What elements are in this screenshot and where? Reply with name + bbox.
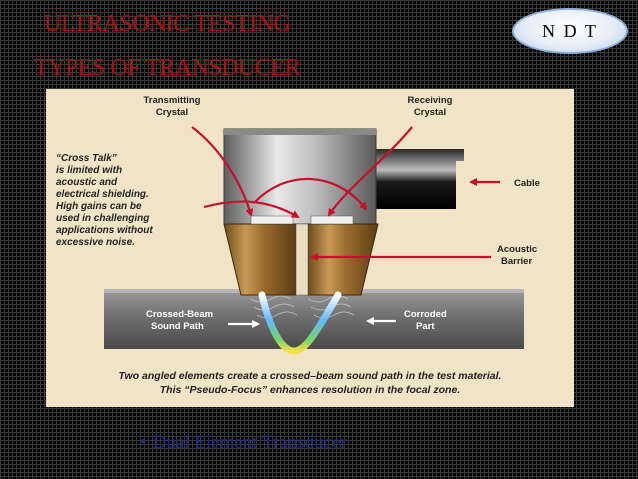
transducer-housing	[223, 128, 377, 225]
diagram-svg: Transmitting Crystal Receiving Crystal C…	[56, 95, 540, 396]
cross-talk-note: “Cross Talk” is limited with acoustic an…	[56, 153, 153, 248]
label-receiving: Receiving	[408, 95, 453, 106]
note-line: excessive noise.	[56, 237, 135, 248]
transmitting-crystal	[250, 215, 294, 225]
bullet-text: Dual Element Transducer	[152, 432, 347, 453]
label-transmitting: Transmitting	[143, 95, 200, 106]
ndt-badge-text: N D T	[542, 20, 598, 41]
arrow-cross-talk-2	[253, 177, 368, 211]
note-line: used in challenging	[56, 213, 149, 224]
label-acoustic: Acoustic	[497, 244, 537, 255]
label-corroded: Corroded	[404, 309, 447, 320]
label-transmitting-crystal: Crystal	[156, 107, 188, 118]
slide-title-line2: TYPES OF TRANSDUCER	[34, 55, 301, 81]
receiving-crystal	[310, 215, 354, 225]
receiving-wedge	[307, 223, 379, 296]
crossed-beam-path	[258, 291, 342, 355]
label-receiving-crystal: Crystal	[414, 107, 446, 118]
acoustic-barrier	[295, 223, 309, 296]
transmitting-wedge	[223, 223, 297, 296]
bullet-dot-icon: •	[140, 432, 147, 453]
ndt-badge: N D T	[512, 8, 628, 54]
bullet-item: •Dual Element Transducer	[140, 432, 347, 454]
note-line: High gains can be	[56, 201, 142, 212]
note-line: acoustic and	[56, 177, 118, 188]
note-line: “Cross Talk”	[56, 153, 117, 164]
label-cable: Cable	[514, 178, 540, 189]
caption-line-2: This “Pseudo-Focus” enhances resolution …	[160, 384, 461, 396]
note-line: applications without	[56, 225, 153, 236]
note-line: is limited with	[56, 165, 122, 176]
label-barrier: Barrier	[501, 256, 532, 267]
caption-line-1: Two angled elements create a crossed–bea…	[119, 370, 502, 382]
sound-wavefronts	[250, 295, 355, 319]
label-part: Part	[416, 321, 435, 332]
arrow-receiving-crystal	[327, 126, 413, 217]
label-soundpath: Sound Path	[151, 321, 204, 332]
note-line: electrical shielding.	[56, 189, 149, 200]
transducer-diagram: Transmitting Crystal Receiving Crystal C…	[46, 89, 574, 407]
label-crossbeam: Crossed-Beam	[146, 309, 213, 320]
slide-title-line1: ULTRASONIC TESTING	[44, 11, 291, 37]
arrow-transmitting-crystal	[191, 126, 254, 217]
